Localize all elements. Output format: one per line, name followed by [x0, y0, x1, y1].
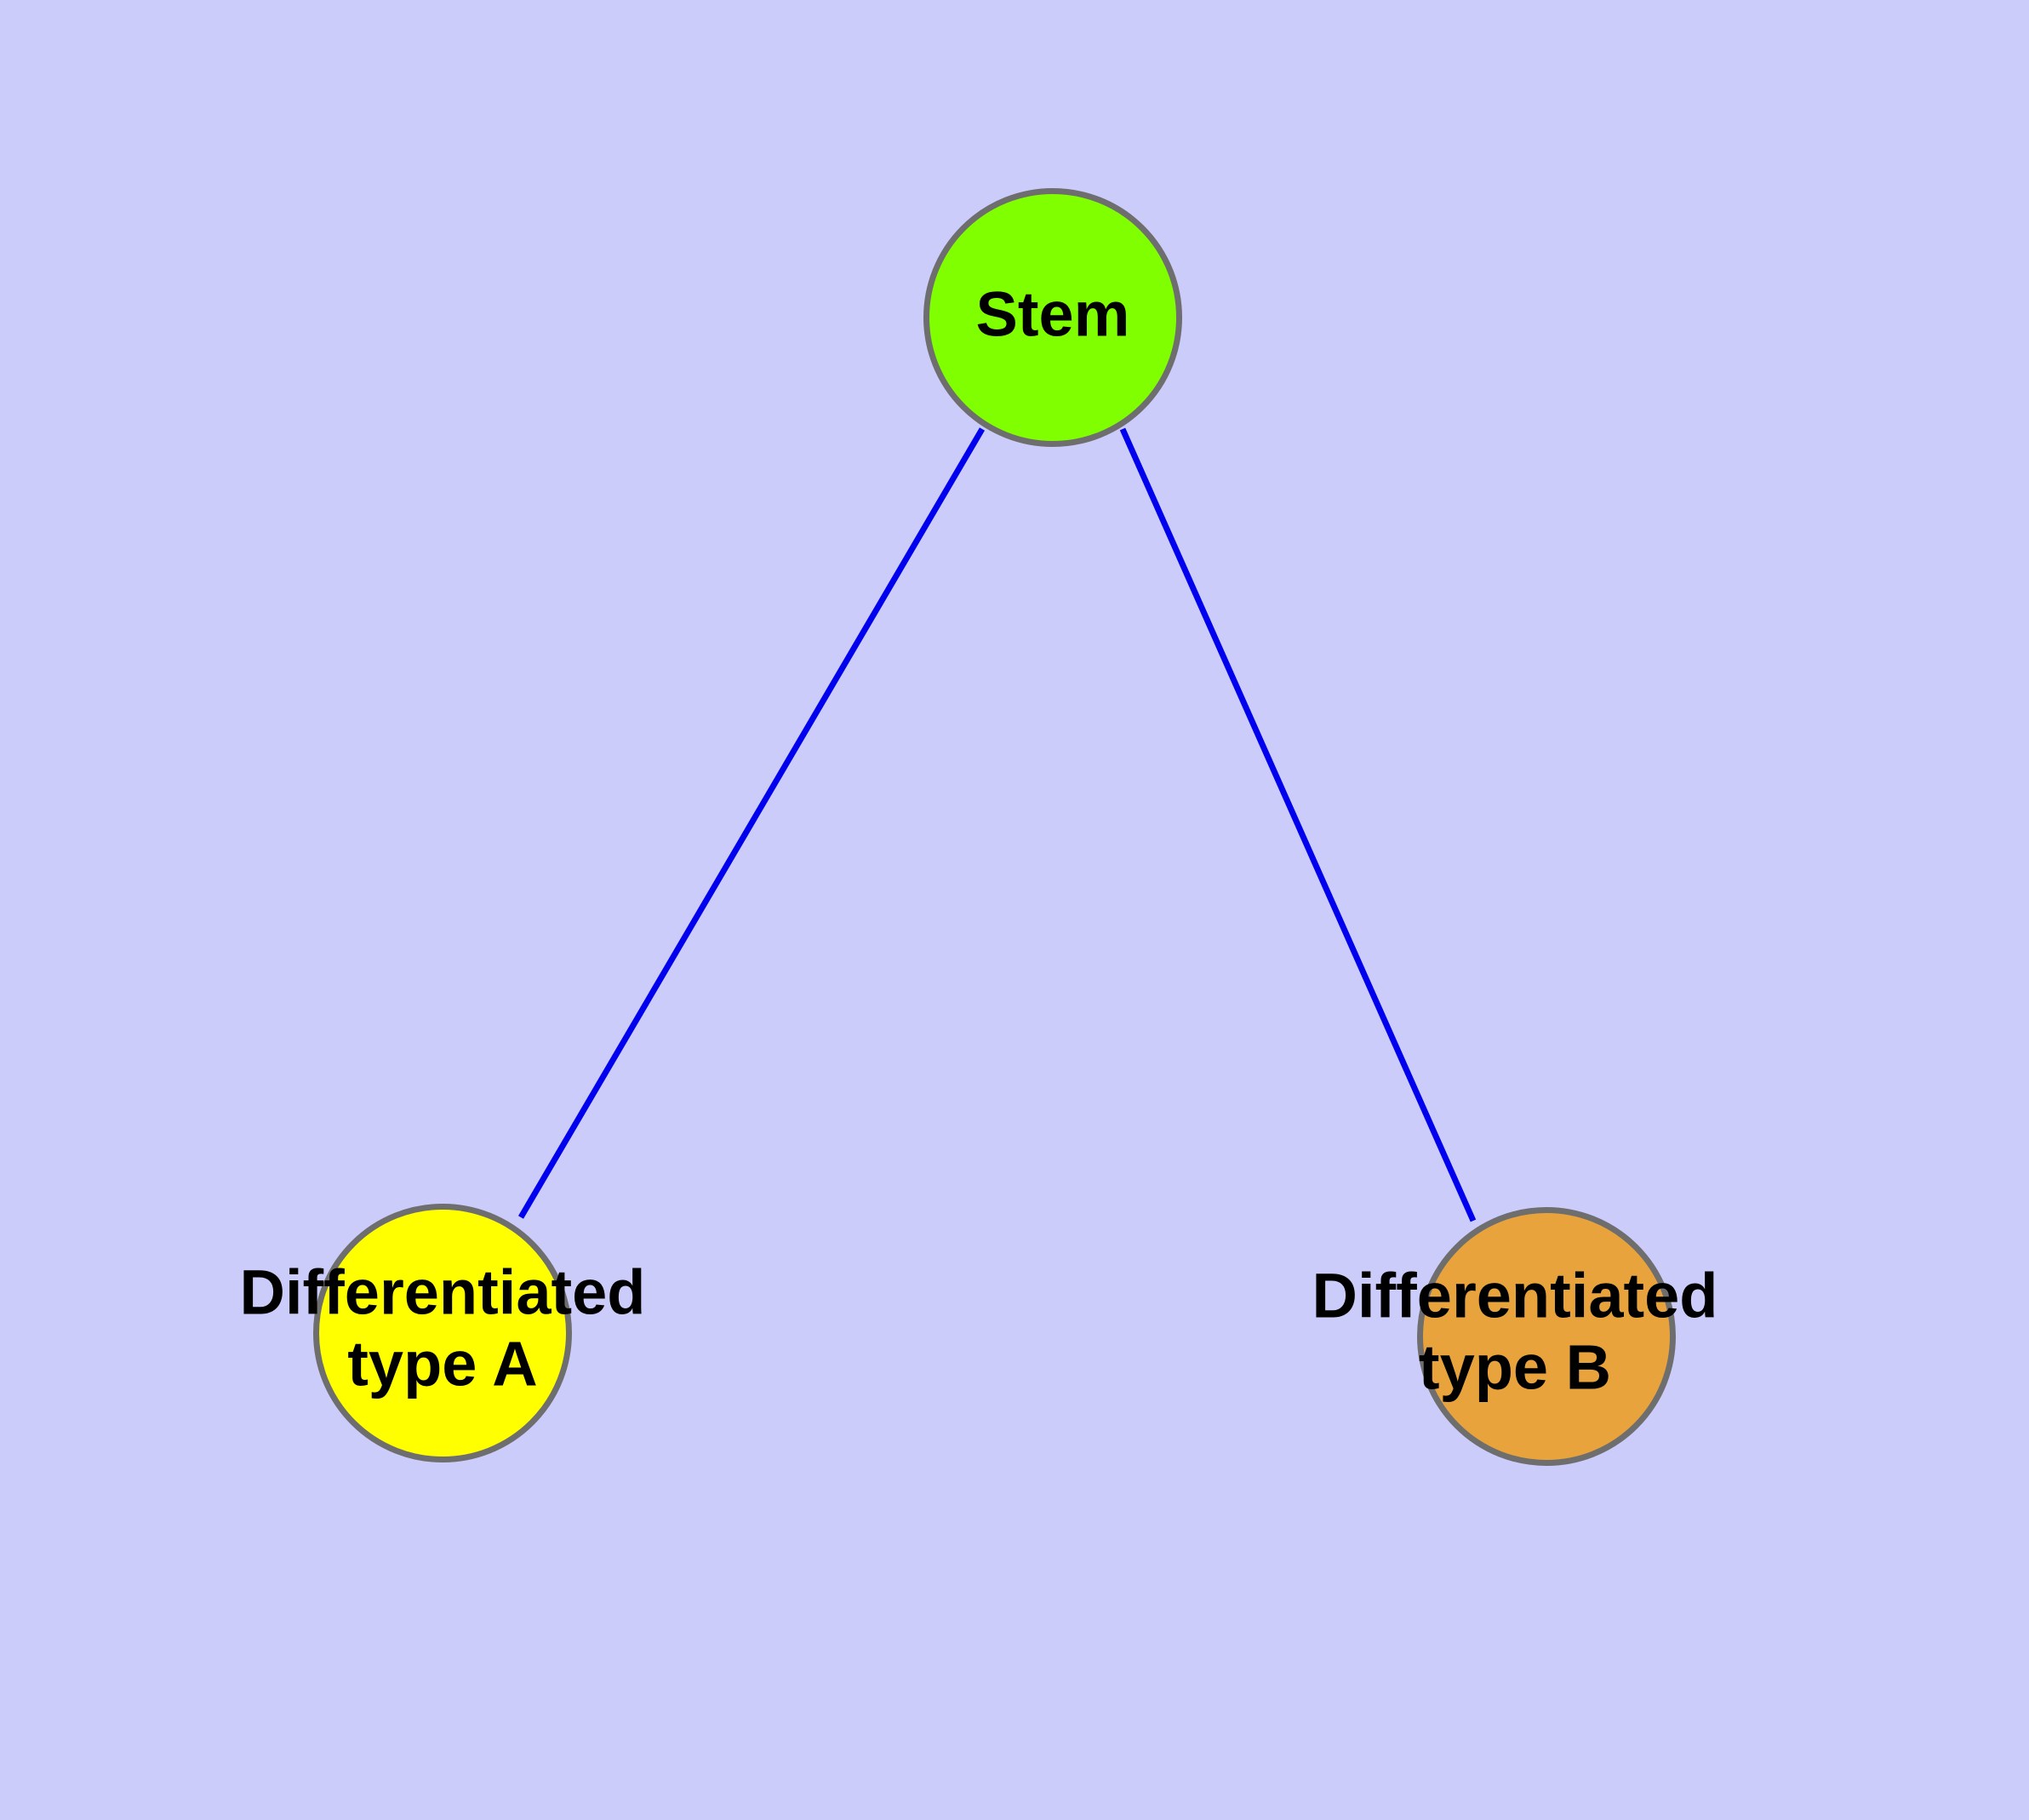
node-layer: Stem — [313, 188, 1676, 1466]
node-diff-b-label-line-2: type B — [1419, 1332, 1611, 1403]
edge-stem-to-diff-b[interactable] — [1119, 427, 1477, 1222]
node-diff-a-label-line-1: Differentiated — [240, 1257, 646, 1328]
node-diff-b-label-line-1: Differentiated — [1312, 1261, 1718, 1331]
overflow-label-layer: Differentiated type A Differentiated typ… — [240, 1257, 1718, 1403]
node-diff-a[interactable] — [313, 1204, 572, 1462]
node-stem[interactable]: Stem — [923, 188, 1182, 447]
node-stem-label-line-1: Stem — [976, 279, 1130, 350]
node-diff-a-circle[interactable] — [313, 1204, 572, 1462]
node-stem-circle[interactable] — [923, 188, 1182, 447]
edge-stem-to-diff-a[interactable] — [517, 427, 986, 1219]
node-diff-b-circle[interactable] — [1417, 1207, 1676, 1466]
node-diff-a-label-line-2: type A — [347, 1329, 537, 1399]
edge-layer — [517, 427, 1477, 1222]
node-diff-b[interactable] — [1417, 1207, 1676, 1466]
